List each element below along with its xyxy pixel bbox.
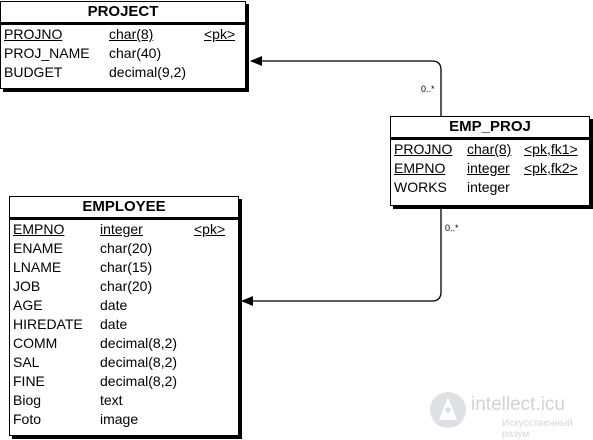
attribute-row[interactable]: SAL decimal(8,2) [10,353,238,372]
attribute-name: SAL [13,354,40,370]
attribute-row[interactable]: PROJNO char(8) <pk> [1,25,245,44]
attribute-name: PROJNO [394,141,453,157]
attribute-type: date [100,297,128,313]
watermark: intellect.icu Искусственный разум [424,382,593,440]
attribute-row[interactable]: PROJ_NAME char(40) [1,44,245,63]
attribute-key: <pk> [204,26,236,42]
attribute-name: FINE [13,373,45,389]
cardinality-label-project: 0..* [421,84,435,94]
attribute-row[interactable]: Foto image [10,410,238,429]
attribute-name: PROJNO [4,26,63,42]
attribute-name: COMM [13,335,58,351]
attribute-name: BUDGET [4,64,63,80]
attribute-type: text [100,392,123,408]
attribute-type: decimal(8,2) [100,335,178,351]
attribute-row[interactable]: JOB char(20) [10,277,238,296]
attribute-name: WORKS [394,179,447,195]
attribute-name: Foto [13,411,42,427]
attribute-row[interactable]: ENAME char(20) [10,239,238,258]
attribute-name: AGE [13,297,43,313]
attribute-name: EMPNO [394,160,446,176]
attribute-type: decimal(8,2) [100,354,178,370]
attribute-type: decimal(9,2) [109,64,187,80]
attribute-name: Biog [13,392,42,408]
attribute-type: char(15) [100,259,153,275]
attribute-row[interactable]: EMPNO integer <pk> [10,220,238,239]
cardinality-label-employee: 0..* [445,223,459,233]
attribute-row[interactable]: BUDGET decimal(9,2) [1,63,245,82]
attribute-key: <pk,fk1> [524,141,578,157]
attribute-name: PROJ_NAME [4,45,90,61]
attribute-type: char(40) [109,45,162,61]
attribute-type: date [100,316,128,332]
watermark-subtext: Искусственный разум [502,418,573,440]
attribute-name: JOB [13,278,41,294]
attribute-type: integer [467,160,510,176]
relationship-emp-proj-to-employee [241,206,442,306]
attribute-type: char(20) [100,278,153,294]
entity-project[interactable]: PROJECT PROJNO char(8) <pk> PROJ_NAME char(4… [0,1,246,89]
attribute-name: HIREDATE [13,316,83,332]
attribute-type: integer [100,221,143,237]
attribute-row[interactable]: EMPNO integer <pk,fk2> [391,159,589,178]
attribute-name: EMPNO [13,221,65,237]
relationship-emp-proj-to-project [250,56,442,117]
attribute-row[interactable]: COMM decimal(8,2) [10,334,238,353]
attribute-row[interactable]: LNAME char(15) [10,258,238,277]
attribute-row[interactable]: AGE date [10,296,238,315]
attribute-type: char(8) [109,26,154,42]
entity-title: PROJECT [1,2,245,24]
attribute-type: char(8) [467,141,512,157]
attribute-type: decimal(8,2) [100,373,178,389]
attribute-row[interactable]: Biog text [10,391,238,410]
attribute-type: integer [467,179,510,195]
attribute-name: LNAME [13,259,62,275]
entity-emp-proj[interactable]: EMP_PROJ PROJNO char(8) <pk,fk1> EMPNO integ… [390,116,590,206]
watermark-text: intellect.icu [471,394,565,415]
entity-title: EMPLOYEE [10,197,238,219]
entity-title: EMP_PROJ [391,117,589,139]
attribute-type: image [100,411,139,427]
attribute-key: <pk,fk2> [524,160,578,176]
attribute-row[interactable]: WORKS integer [391,178,589,197]
attribute-row[interactable]: PROJNO char(8) <pk,fk1> [391,140,589,159]
attribute-type: char(20) [100,240,153,256]
watermark-logo-icon [430,392,466,428]
attribute-row[interactable]: HIREDATE date [10,315,238,334]
attribute-name: ENAME [13,240,63,256]
attribute-key: <pk> [194,221,226,237]
attribute-row[interactable]: FINE decimal(8,2) [10,372,238,391]
